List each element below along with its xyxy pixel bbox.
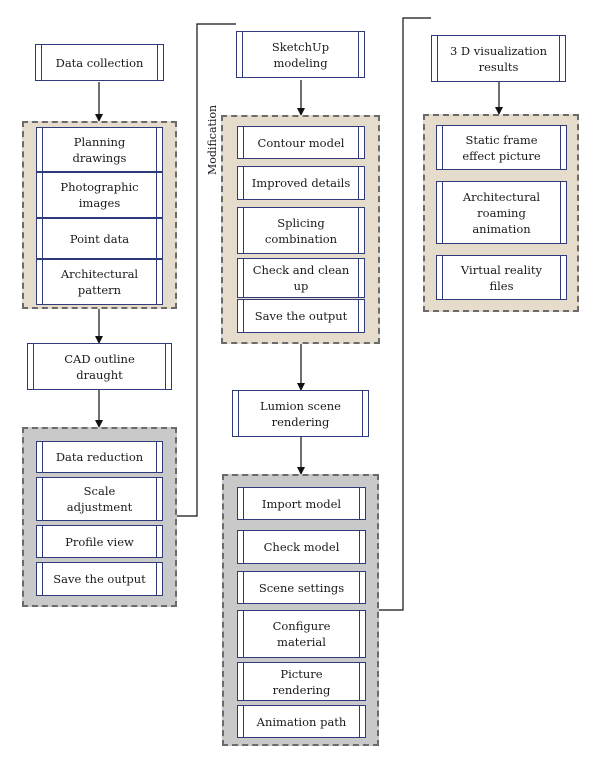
- planning-drawings-box: Planning drawings: [36, 127, 163, 172]
- architectural-pattern-label: Architectural pattern: [60, 267, 139, 297]
- contour-model-label: Contour model: [257, 135, 345, 150]
- contour-model-box: Contour model: [237, 126, 365, 159]
- roaming-animation-label: Architectural roaming animation: [462, 189, 541, 236]
- scene-settings-label: Scene settings: [258, 580, 345, 595]
- picture-rendering-box: Picture rendering: [237, 662, 366, 701]
- improved-details-label: Improved details: [251, 176, 351, 190]
- connector-modification: [177, 23, 236, 517]
- static-frame-label: Static frame effect picture: [462, 132, 541, 163]
- splicing-combination-box: Splicing combination: [237, 207, 365, 254]
- improved-details-box: Improved details: [237, 166, 365, 200]
- configure-material-label: Configure material: [272, 619, 331, 649]
- save-output-box-1: Save the output: [36, 562, 163, 596]
- modification-label: Modification: [206, 104, 219, 175]
- rendering-steps-group: Import model Check model Scene settings …: [222, 474, 379, 746]
- scale-adjustment-box: Scale adjustment: [36, 477, 163, 521]
- splicing-combination-label: Splicing combination: [264, 215, 338, 246]
- cad-outline-box: CAD outline draught: [27, 343, 172, 390]
- static-frame-box: Static frame effect picture: [436, 125, 567, 170]
- save-output-box-2: Save the output: [237, 299, 365, 333]
- photographic-images-label: Photographic images: [60, 180, 139, 210]
- profile-view-box: Profile view: [36, 525, 163, 558]
- virtual-reality-box: Virtual reality files: [436, 255, 567, 300]
- connector-to-results: [379, 17, 431, 611]
- profile-view-label: Profile view: [65, 534, 134, 549]
- roaming-animation-box: Architectural roaming animation: [436, 181, 567, 244]
- check-model-label: Check model: [263, 540, 340, 554]
- configure-material-box: Configure material: [237, 610, 366, 658]
- modeling-steps-group: Contour model Improved details Splicing …: [221, 115, 380, 344]
- check-clean-label: Check and clean up: [252, 263, 350, 293]
- visualization-results-box: 3 D visualization results: [431, 35, 566, 82]
- check-model-box: Check model: [237, 530, 366, 564]
- import-model-label: Import model: [261, 496, 342, 511]
- planning-drawings-label: Planning drawings: [72, 134, 127, 165]
- architectural-pattern-box: Architectural pattern: [36, 259, 163, 305]
- sketchup-modeling-label: SketchUp modeling: [271, 39, 330, 70]
- animation-path-label: Animation path: [256, 714, 347, 729]
- cad-outline-label: CAD outline draught: [64, 351, 135, 382]
- animation-path-box: Animation path: [237, 705, 366, 738]
- scale-adjustment-label: Scale adjustment: [66, 484, 133, 514]
- save-output-label-1: Save the output: [53, 572, 146, 586]
- cad-processing-group: Data reduction Scale adjustment Profile …: [22, 427, 177, 607]
- input-data-group: Planning drawings Photographic images Po…: [22, 121, 177, 309]
- lumion-rendering-label: Lumion scene rendering: [260, 398, 341, 429]
- picture-rendering-label: Picture rendering: [272, 666, 331, 697]
- data-collection-label: Data collection: [55, 55, 144, 70]
- visualization-results-label: 3 D visualization results: [449, 43, 548, 74]
- photographic-images-box: Photographic images: [36, 172, 163, 218]
- virtual-reality-label: Virtual reality files: [460, 262, 543, 293]
- scene-settings-box: Scene settings: [237, 571, 366, 604]
- point-data-box: Point data: [36, 218, 163, 259]
- sketchup-modeling-box: SketchUp modeling: [236, 31, 365, 78]
- lumion-rendering-box: Lumion scene rendering: [232, 390, 369, 437]
- data-collection-box: Data collection: [35, 44, 164, 81]
- import-model-box: Import model: [237, 487, 366, 520]
- results-group: Static frame effect picture Architectura…: [423, 114, 579, 312]
- point-data-label: Point data: [69, 231, 130, 246]
- data-reduction-box: Data reduction: [36, 441, 163, 473]
- save-output-label-2: Save the output: [254, 309, 348, 323]
- data-reduction-label: Data reduction: [55, 450, 144, 464]
- check-clean-box: Check and clean up: [237, 258, 365, 298]
